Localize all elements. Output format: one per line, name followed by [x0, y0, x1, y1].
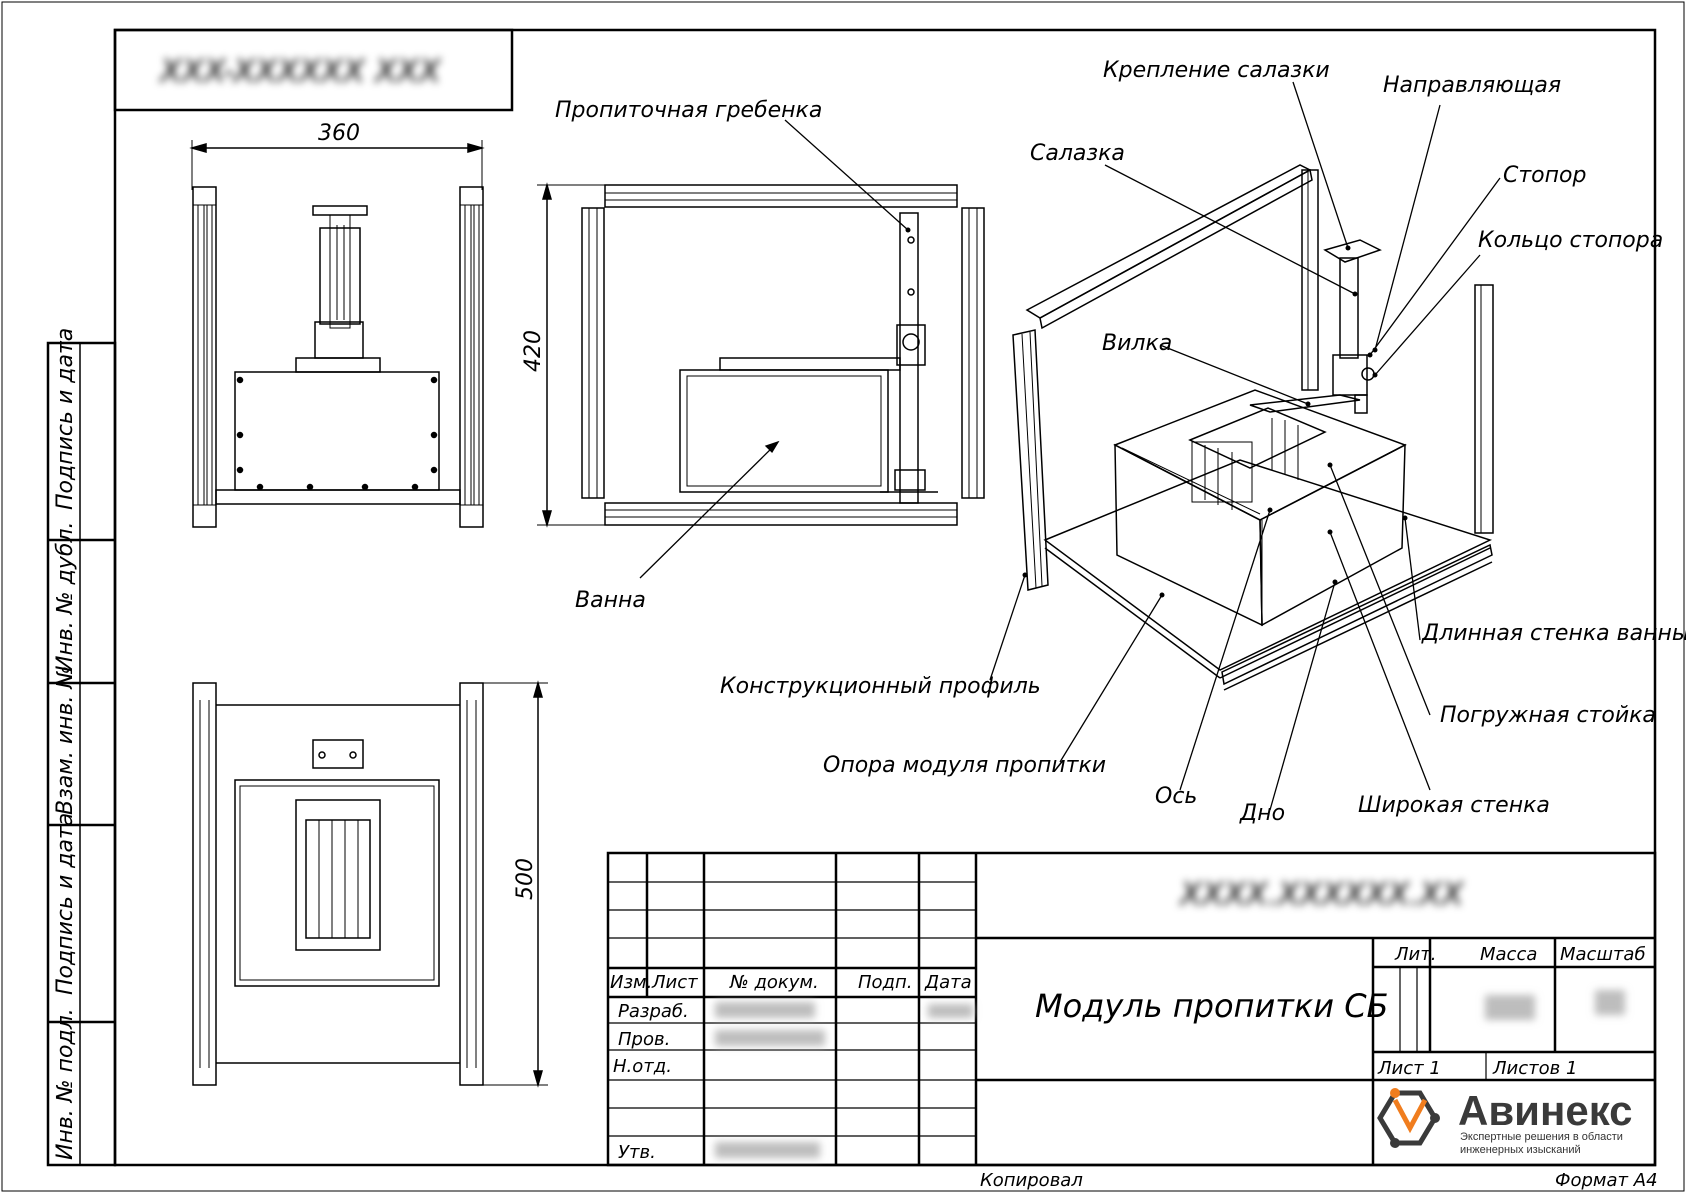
callout-vanna: Ванна	[575, 588, 646, 613]
callout-vilka: Вилка	[1102, 331, 1172, 356]
copied-label: Копировал	[980, 1170, 1083, 1191]
row-notd: Н.отд.	[613, 1056, 672, 1077]
company-logo: Авинекс Экспертные решения в области инж…	[1377, 1087, 1633, 1156]
callout-os: Ось	[1155, 784, 1197, 809]
callout-dlin: Длинная стенка ванны	[1421, 621, 1686, 646]
callout-krep: Крепление салазки	[1103, 58, 1330, 83]
row-utv: Утв.	[618, 1142, 656, 1163]
callout-greb: Пропиточная гребенка	[555, 98, 822, 123]
row-prov: Пров.	[618, 1029, 670, 1050]
callout-pogr: Погружная стойка	[1440, 703, 1656, 728]
logo-name: Авинекс	[1458, 1087, 1633, 1134]
callout-salazka: Салазка	[1030, 141, 1125, 166]
side-view	[537, 182, 985, 528]
dim-420: 420	[521, 330, 546, 372]
hdr-doc: № докум.	[729, 972, 819, 993]
title-block	[606, 851, 1657, 1167]
callout-leaders	[639, 81, 1501, 811]
callout-stopor: Стопор	[1503, 163, 1586, 188]
callout-dno: Дно	[1239, 801, 1285, 826]
scale-label: Масштаб	[1560, 944, 1646, 965]
callout-shir: Широкая стенка	[1358, 793, 1550, 818]
redacted-names	[715, 990, 1625, 1158]
sheets-label: Листов 1	[1492, 1058, 1577, 1079]
logo-mark-icon	[1377, 1088, 1440, 1148]
logo-tagline-1: Экспертные решения в области	[1460, 1131, 1623, 1143]
logo-tagline-2: инженерных изысканий	[1460, 1144, 1581, 1156]
hdr-list: Лист	[651, 972, 698, 993]
hdr-podp: Подп.	[858, 972, 912, 993]
hdr-date: Дата	[924, 972, 972, 993]
hdr-izm: Изм.	[610, 972, 652, 993]
strip-label-2: Инв. № дубл.	[53, 521, 78, 672]
format-label: Формат А4	[1555, 1170, 1658, 1191]
strip-label-1: Подпись и дата	[53, 328, 78, 510]
callout-dots	[905, 227, 1408, 598]
lit-label: Лит.	[1394, 944, 1436, 965]
dim-360: 360	[318, 121, 360, 146]
left-strip: Подпись и дата Инв. № дубл. Взам. инв. №…	[46, 328, 117, 1167]
doc-number-top: XXX-XXXXXX XXX	[158, 52, 442, 90]
dim-500: 500	[513, 858, 538, 900]
drawing-title: Модуль пропитки СБ	[1035, 987, 1389, 1025]
callout-kolco: Кольцо стопора	[1478, 228, 1663, 253]
doc-number-box	[113, 28, 514, 112]
top-view	[192, 680, 548, 1088]
callout-napr: Направляющая	[1383, 73, 1561, 98]
sheet-label: Лист 1	[1377, 1058, 1441, 1079]
strip-label-3: Взам. инв. №	[53, 666, 78, 815]
callout-opora: Опора модуля пропитки	[823, 753, 1106, 778]
strip-label-5: Инв. № подл.	[53, 1008, 78, 1160]
row-razrab: Разраб.	[618, 1001, 689, 1022]
isometric-view	[1012, 164, 1494, 691]
front-view	[189, 140, 485, 528]
decimal-number: XXXX.XXXXXX.XX	[1178, 875, 1464, 913]
mass-label: Масса	[1480, 944, 1537, 965]
callout-prof: Конструкционный профиль	[720, 674, 1041, 699]
strip-label-4: Подпись и дата	[53, 813, 78, 995]
